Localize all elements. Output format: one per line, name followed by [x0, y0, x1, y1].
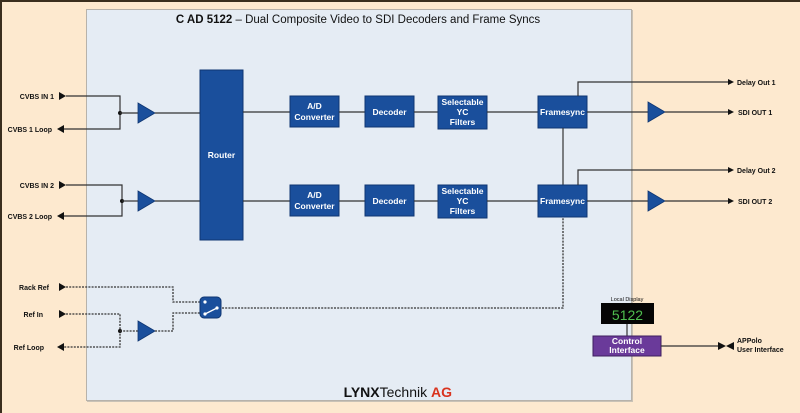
output-arrow-icon	[728, 198, 734, 204]
amplifier-icon	[137, 320, 156, 342]
label-cvbs-1-loop: CVBS 1 Loop	[8, 127, 52, 134]
label-delay-out-1: Delay Out 1	[737, 80, 776, 87]
router-label: Router	[208, 150, 236, 160]
label-cvbs-in-2: CVBS IN 2	[20, 183, 54, 190]
bidirectional-arrow-icon	[718, 342, 734, 350]
ref-switch-icon	[199, 296, 222, 319]
amplifier-icon	[137, 102, 156, 124]
input-arrow-icon	[59, 310, 66, 318]
amplifier-icon	[137, 190, 156, 212]
output-arrow-icon	[728, 167, 734, 173]
svg-text:Selectable: Selectable	[441, 97, 483, 107]
svg-text:Filters: Filters	[450, 206, 476, 216]
output-arrow-icon	[57, 343, 64, 351]
lynx-technik-logo: LYNXTechnik AG	[343, 384, 452, 400]
output-arrow-icon	[728, 79, 734, 85]
svg-text:YC: YC	[457, 107, 469, 117]
svg-text:Filters: Filters	[450, 117, 476, 127]
svg-text:Converter: Converter	[294, 201, 335, 211]
svg-text:Selectable: Selectable	[441, 186, 483, 196]
diagram-title: C AD 5122 – Dual Composite Video to SDI …	[86, 14, 630, 26]
title-description: – Dual Composite Video to SDI Decoders a…	[235, 14, 541, 26]
label-cvbs-2-loop: CVBS 2 Loop	[8, 214, 52, 221]
svg-text:Framesync: Framesync	[540, 196, 585, 206]
label-user-interface: User Interface	[737, 347, 784, 354]
label-sdi-out-2: SDI OUT 2	[738, 199, 772, 206]
output-arrow-icon	[728, 109, 734, 115]
label-sdi-out-1: SDI OUT 1	[738, 110, 772, 117]
local-display-value: 5122	[612, 307, 643, 323]
label-rack-ref: Rack Ref	[19, 285, 50, 292]
local-display-label: Local Display	[611, 297, 644, 303]
svg-text:YC: YC	[457, 196, 469, 206]
channel-2-input-wiring	[57, 181, 200, 220]
input-arrow-icon	[59, 92, 66, 100]
svg-text:A/D: A/D	[307, 190, 322, 200]
output-arrow-icon	[57, 125, 64, 133]
label-ref-in: Ref In	[24, 312, 43, 319]
yc-filters-2-block	[437, 184, 488, 219]
svg-text:Framesync: Framesync	[540, 107, 585, 117]
decoder-1-block	[364, 95, 415, 128]
amplifier-icon	[647, 101, 666, 123]
input-arrow-icon	[59, 283, 66, 291]
channel-1-input-wiring	[57, 92, 200, 133]
label-delay-out-2: Delay Out 2	[737, 168, 776, 175]
input-arrow-icon	[59, 181, 66, 189]
amplifier-icon	[647, 190, 666, 212]
label-cvbs-in-1: CVBS IN 1	[20, 94, 54, 101]
label-apollo: APPolo	[737, 338, 762, 345]
svg-text:A/D: A/D	[307, 101, 322, 111]
reference-wiring	[57, 217, 564, 351]
svg-text:Decoder: Decoder	[372, 196, 407, 206]
yc-filters-1-block	[437, 95, 488, 130]
model-name: C AD 5122	[175, 14, 233, 26]
svg-text:Interface: Interface	[609, 345, 645, 355]
local-display-screen	[601, 303, 654, 324]
framesync-1-block	[537, 95, 588, 129]
output-arrow-icon	[57, 212, 64, 220]
router-block	[199, 69, 244, 241]
svg-text:Control: Control	[612, 336, 642, 346]
svg-text:Decoder: Decoder	[372, 107, 407, 117]
label-ref-loop: Ref Loop	[14, 345, 44, 352]
decoder-2-block	[364, 184, 415, 217]
ad-converter-2-block	[289, 184, 340, 217]
svg-text:Converter: Converter	[294, 112, 335, 122]
